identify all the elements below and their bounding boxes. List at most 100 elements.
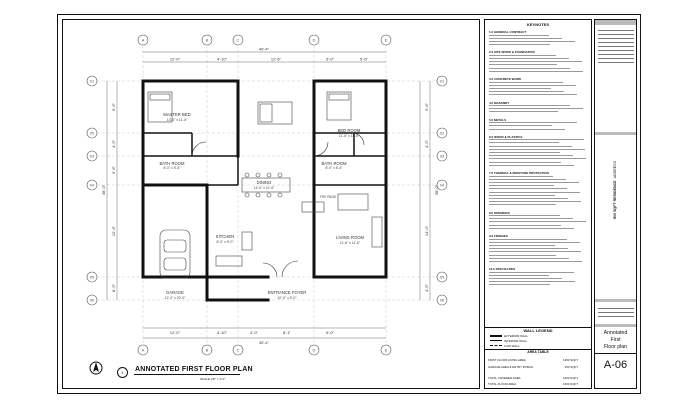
keynote-line xyxy=(489,37,562,39)
sheet-title-2: First xyxy=(610,337,621,343)
keynote-line xyxy=(489,125,552,127)
keynote-section-heading: 6.0 WOOD & PLASTICS xyxy=(489,134,523,139)
keynote-line xyxy=(489,152,560,153)
keynote-line xyxy=(489,254,556,256)
keynote-line xyxy=(489,204,556,206)
dim-left-overall: 38'-0" xyxy=(101,184,106,195)
grid-bubble-03-right xyxy=(436,150,448,162)
grid-bubble-e-bottom xyxy=(380,344,392,356)
grid-bubble-05-right xyxy=(436,271,448,283)
keynote-line xyxy=(489,281,575,283)
keynote-line xyxy=(489,34,549,36)
keynote-line xyxy=(489,148,585,150)
dim-right-2: 4'-0" xyxy=(424,139,429,148)
room-size-bed-room: 11'-6" x 11'-6" xyxy=(339,134,360,138)
dim-bottom-3: 4'-0" xyxy=(250,330,259,335)
keynote-line xyxy=(489,274,549,276)
keynote-line xyxy=(489,108,583,110)
keynote-line xyxy=(489,70,583,72)
keynote-line xyxy=(489,201,581,203)
keynote-line xyxy=(489,122,577,124)
dim-bottom-overall: 40'-4" xyxy=(259,340,270,345)
keynote-line xyxy=(489,244,555,246)
grid-bubble-02-left xyxy=(86,127,98,139)
grid-bubble-b-bottom xyxy=(201,344,213,356)
grid-label-02-right: 02 xyxy=(440,131,445,136)
grid-bubble-04-left xyxy=(86,179,98,191)
keynote-line xyxy=(489,278,562,279)
keynote-line xyxy=(489,44,550,46)
keynote-line xyxy=(489,241,580,243)
room-name-living-room: LIVING ROOM xyxy=(336,235,364,240)
area-table-title: AREA TABLE xyxy=(527,350,549,354)
dim-left-3: 9'-6" xyxy=(111,165,116,174)
dimension-lines xyxy=(106,51,431,339)
keynote-line xyxy=(489,54,556,56)
door-swings xyxy=(191,132,365,278)
keynote-line xyxy=(489,181,579,183)
dim-top-4: 5'-0" xyxy=(326,57,335,62)
grid-label-d-top: D xyxy=(313,38,316,43)
legend-swatch-interior xyxy=(490,340,502,341)
area-label-1: FIRST FLOOR LIVING AREA xyxy=(488,358,526,362)
keynote-line xyxy=(489,164,574,166)
wall-legend: WALL LEGEND EXTERIOR WALL INTERIOR WALL … xyxy=(484,327,592,389)
area-label-2: GARAGE AREA & ENTRY PORCH xyxy=(488,365,534,369)
room-name-bath-room-2: BATH ROOM xyxy=(321,161,347,166)
keynote-section-heading: 7.0 THERMAL & MOISTURE PROTECTION xyxy=(489,171,549,175)
keynote-line xyxy=(489,139,584,141)
drawing-scale: SCALE 1/8" = 1'-0" xyxy=(200,377,226,381)
grid-label-05-left: 05 xyxy=(90,275,95,280)
keynote-line xyxy=(489,215,560,216)
floor-plan: A B C D E A B C D E 01 02 03 04 05 06 01… xyxy=(86,34,448,356)
sheet-number: A-06 xyxy=(603,359,628,371)
dim-top-overall: 40'-4" xyxy=(259,47,270,52)
room-name-bed-room: BED ROOM xyxy=(338,128,361,133)
keynote-line xyxy=(489,257,569,259)
grid-label-06-right: 06 xyxy=(440,298,445,303)
keynote-line xyxy=(489,260,582,262)
grid-bubble-01-left xyxy=(86,75,98,87)
grid-label-d-bottom: D xyxy=(313,348,316,353)
keynote-section-heading: 9.0 FINISHES xyxy=(489,234,508,238)
grid-bubble-03-left xyxy=(86,150,98,162)
grid-label-05-right: 05 xyxy=(440,275,445,280)
legend-swatch-low-wall xyxy=(490,345,502,347)
keynote-section-heading: 1.0 GENERAL CONTRACT xyxy=(489,30,527,34)
dim-bottom-1: 12'-0" xyxy=(170,330,181,335)
dim-top-3: 12'-6" xyxy=(271,57,282,62)
area-row-2: GARAGE AREA & ENTRY PORCH 250 SQFT xyxy=(488,365,588,369)
keynote-line xyxy=(489,185,554,187)
grid-bubble-c-bottom xyxy=(232,344,244,356)
grid-label-b-bottom: B xyxy=(206,348,209,353)
area-value-2: 250 SQFT xyxy=(564,365,578,369)
keynote-line xyxy=(489,61,582,63)
grid-label-04-left: 04 xyxy=(90,183,95,188)
keynote-section-heading: 3.0 CONCRETE WORK xyxy=(489,77,522,81)
keynote-section-heading: 4.0 MASONRY xyxy=(489,100,510,105)
keynote-line xyxy=(489,251,581,253)
area-value-3: 1600 SQFT xyxy=(563,376,578,380)
project-address: ADDRESS xyxy=(613,161,617,179)
dim-top-1: 12'-0" xyxy=(170,57,181,62)
title-block: Annotated First Floor plan A-06 xyxy=(594,19,637,389)
grid-bubble-d-top xyxy=(308,34,320,46)
keynote-line xyxy=(489,155,573,157)
grid-label-01-left: 01 xyxy=(90,79,95,84)
grid-label-02-left: 02 xyxy=(90,131,95,136)
keynote-line xyxy=(489,145,572,147)
keynote-section-heading: 10.0 SPECIALTIES xyxy=(489,267,516,272)
grid-bubble-05-left xyxy=(86,271,98,283)
exterior-walls xyxy=(141,79,388,302)
keynotes-title: KEYNOTES xyxy=(526,22,549,27)
dim-left-5: 8'-0" xyxy=(111,283,116,292)
dim-bottom-2: 4'-10" xyxy=(217,330,228,335)
grid-bubble-c-top xyxy=(232,34,244,46)
keynote-line xyxy=(489,178,566,180)
grid-label-03-left: 03 xyxy=(90,154,95,159)
room-size-garage: 12'-0" x 20'-0" xyxy=(165,296,187,300)
grid-label-a-top: A xyxy=(142,38,145,43)
keynote-line xyxy=(489,161,561,163)
